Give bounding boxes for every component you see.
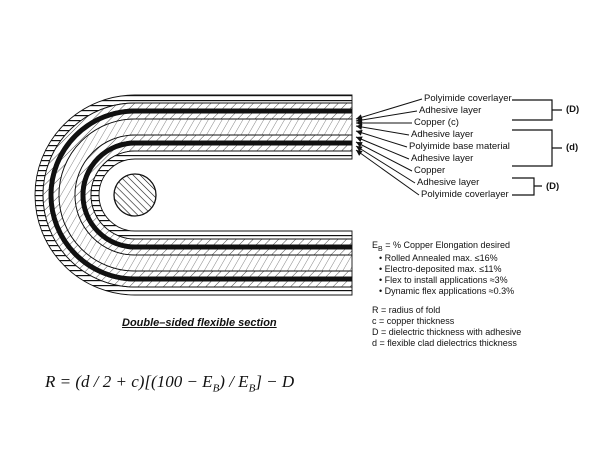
label-polyimide-base: Polyimide base material — [409, 141, 510, 152]
label-copper-c: Copper (c) — [414, 117, 459, 128]
label-polyimide-coverlayer-bottom: Polyimide coverlayer — [421, 189, 509, 200]
bracket-top-D — [512, 99, 562, 121]
leader-arrowhead-4 — [356, 129, 363, 136]
bracket-middle-d — [512, 129, 562, 167]
layer-band-8 — [90, 150, 353, 240]
group-label-middle: (d) — [566, 142, 579, 153]
leader-line-3 — [355, 125, 410, 136]
group-label-bottom: (D) — [546, 181, 560, 192]
leader-line-1 — [355, 110, 418, 122]
radius-formula: R = (d / 2 + c)[(100 − EB) / EB] − D — [45, 372, 295, 395]
leader-arrows — [355, 98, 423, 196]
definition-c: c = copper thickness — [372, 316, 455, 326]
leader-line-5 — [355, 136, 410, 160]
leader-line-6 — [355, 141, 413, 172]
label-adhesive-layer-2: Adhesive layer — [411, 129, 474, 140]
leader-arrowhead-8 — [356, 150, 363, 156]
leader-arrowhead-6 — [356, 142, 363, 148]
label-polyimide-coverlayer-top: Polyimide coverlayer — [424, 93, 512, 104]
leader-line-7 — [355, 145, 416, 184]
definition-R: R = radius of fold — [372, 305, 441, 315]
leader-arrowhead-2 — [356, 120, 362, 126]
leader-arrowhead-3 — [356, 124, 363, 130]
elongation-item-rolled: • Rolled Annealed max. ≤16% — [379, 253, 498, 263]
leader-line-8 — [355, 149, 420, 196]
label-copper: Copper — [414, 165, 446, 176]
label-adhesive-layer-4: Adhesive layer — [417, 177, 480, 188]
laminate-layers — [34, 94, 353, 296]
bracket-bottom-D — [512, 177, 542, 196]
elongation-item-install: • Flex to install applications ≈3% — [379, 275, 508, 285]
label-adhesive-layer-3: Adhesive layer — [411, 153, 474, 164]
elongation-heading: EB = % Copper Elongation desired — [372, 240, 511, 253]
label-adhesive-layer-1: Adhesive layer — [419, 105, 482, 116]
group-label-top: (D) — [566, 104, 580, 115]
leader-arrowhead-5 — [356, 136, 363, 143]
fold-mandrel — [113, 173, 157, 217]
definition-D: D = dielectric thickness with adhesive — [372, 327, 522, 337]
leader-arrowhead-7 — [356, 146, 363, 152]
elongation-item-electro: • Electro-deposited max. ≤11% — [379, 264, 502, 274]
figure-caption: Double–sided flexible section — [122, 317, 277, 329]
leader-line-0 — [355, 98, 423, 120]
definition-d: d = flexible clad dielectrics thickness — [372, 338, 517, 348]
leader-line-4 — [355, 130, 408, 148]
group-brackets — [512, 99, 562, 196]
elongation-item-dynamic: • Dynamic flex applications ≈0.3% — [379, 286, 515, 296]
